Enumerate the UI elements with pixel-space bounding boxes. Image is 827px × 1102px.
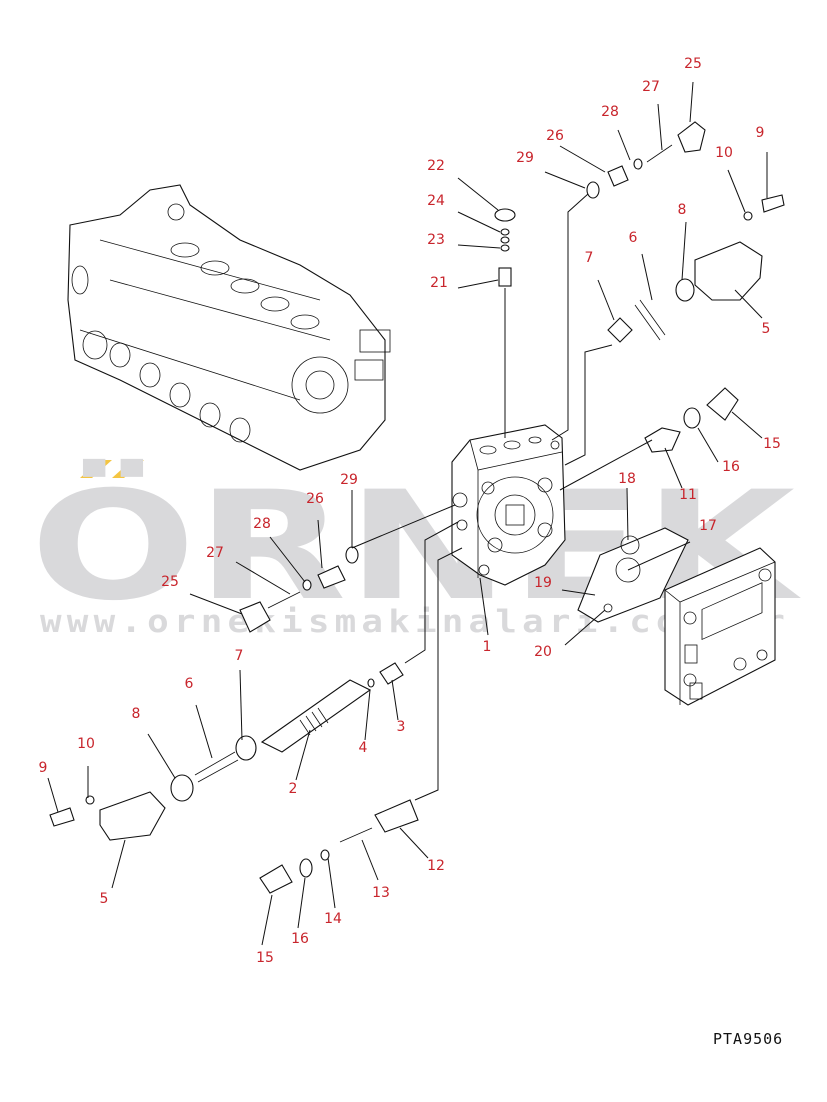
cover-plate: [664, 547, 776, 706]
callout-12: 12: [427, 858, 445, 874]
callout-7-bottom: 7: [235, 648, 244, 664]
callout-26-mid: 26: [306, 491, 324, 507]
callout-9-top: 9: [756, 125, 765, 141]
callout-23: 23: [427, 232, 445, 248]
callout-28-top: 28: [601, 104, 619, 120]
middle-parts: [239, 546, 359, 633]
callout-29-mid: 29: [340, 472, 358, 488]
callout-24: 24: [427, 193, 445, 209]
callout-5-bottom: 5: [100, 891, 109, 907]
callout-7-top: 7: [585, 250, 594, 266]
lower-parts: [49, 662, 419, 894]
callout-2: 2: [289, 781, 298, 797]
callout-16-bottom: 16: [291, 931, 309, 947]
gasket-port-pin: [603, 603, 613, 613]
callout-15-bottom: 15: [256, 950, 274, 966]
gasket-port-small: [620, 535, 640, 555]
assembled-valve-illustration: [67, 184, 391, 471]
callout-8-bottom: 8: [132, 706, 141, 722]
callout-5-top: 5: [762, 321, 771, 337]
callout-16-right: 16: [722, 459, 740, 475]
callout-20: 20: [534, 644, 552, 660]
callout-19: 19: [534, 575, 552, 591]
callout-11: 11: [679, 487, 697, 503]
callout-9-bottom: 9: [39, 760, 48, 776]
watermark-accent-left: [80, 460, 112, 478]
callout-17: 17: [699, 518, 717, 534]
callout-15-right: 15: [763, 436, 781, 452]
callout-4: 4: [359, 740, 368, 756]
callout-13: 13: [372, 885, 390, 901]
callout-18: 18: [618, 471, 636, 487]
callout-10-top: 10: [715, 145, 733, 161]
watermark-accent-right: [112, 460, 144, 478]
callout-25-top: 25: [684, 56, 702, 72]
callout-6-top: 6: [629, 230, 638, 246]
callout-21: 21: [430, 275, 448, 291]
callout-28-mid: 28: [253, 516, 271, 532]
callout-10-bottom: 10: [77, 736, 95, 752]
callout-6-bottom: 6: [185, 676, 194, 692]
upper-parts: [494, 121, 785, 453]
callout-29-top: 29: [516, 150, 534, 166]
callout-26-top: 26: [546, 128, 564, 144]
drawing-reference: PTA9506: [713, 1030, 783, 1048]
gasket: [577, 527, 689, 623]
callouts: 25 27 28 26 29 9 10 8 6 7 5 22 24 23 21 …: [39, 56, 781, 966]
callout-14: 14: [324, 911, 342, 927]
valve-body: [451, 424, 566, 586]
callout-22: 22: [427, 158, 445, 174]
callout-3: 3: [397, 719, 406, 735]
callout-25-mid: 25: [161, 574, 179, 590]
watermark-url: www.ornekismakinalari.com.tr: [40, 604, 790, 640]
gasket-port-large: [615, 557, 641, 583]
callout-1: 1: [483, 639, 492, 655]
leader-lines: [47, 81, 768, 946]
callout-27-mid: 27: [206, 545, 224, 561]
callout-27-top: 27: [642, 79, 660, 95]
callout-8-top: 8: [678, 202, 687, 218]
